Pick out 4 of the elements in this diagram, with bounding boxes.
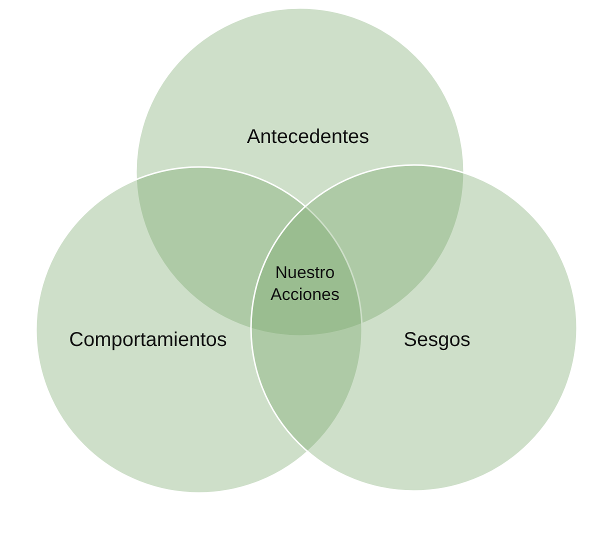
circle-label: Comportamientos	[69, 328, 227, 353]
intersection-label: Nuestro Acciones	[270, 262, 340, 306]
circle-label: Antecedentes	[246, 125, 370, 150]
circle-label: Sesgos	[404, 328, 470, 353]
